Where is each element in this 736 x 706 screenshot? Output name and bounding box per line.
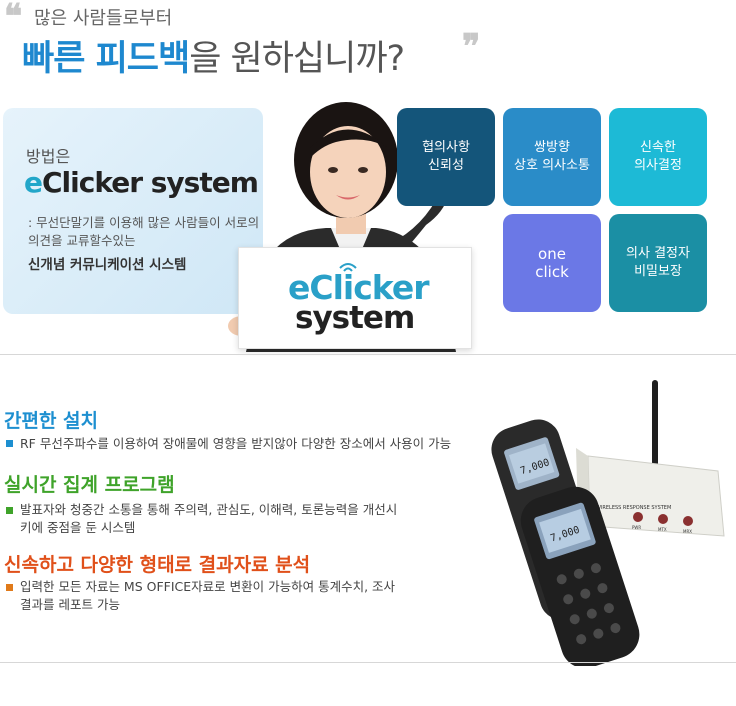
feature-title-install: 간편한 설치 xyxy=(4,410,99,432)
tile-line2: 비밀보장 xyxy=(634,264,682,279)
intro-brand: eClicker system xyxy=(24,166,259,199)
tile-line1: one xyxy=(538,245,566,263)
tile-line1: 신속한 xyxy=(640,140,676,155)
tile-line2: 신뢰성 xyxy=(428,158,464,173)
square-bullet-icon xyxy=(6,507,13,514)
receiver-label: WIRELESS RESPONSE SYSTEM xyxy=(596,505,671,511)
square-bullet-icon xyxy=(6,440,13,447)
header-subtitle: 많은 사람들로부터 xyxy=(34,8,173,29)
intro-label: 방법은 xyxy=(26,147,71,166)
intro-brand-rest: Clicker system xyxy=(42,166,259,199)
board-brand-rest: Clicker xyxy=(309,268,429,307)
close-quote-icon: ❞ xyxy=(462,27,481,67)
antenna-icon xyxy=(652,380,658,470)
tile-line2: 의사결정 xyxy=(634,158,682,173)
knob-label: MRX xyxy=(683,529,692,534)
knob-label: MTX xyxy=(658,527,667,532)
board-brand-e: e xyxy=(288,268,310,307)
headline-highlight: 빠른 피드백 xyxy=(22,39,190,79)
clicker-front: 7,000 xyxy=(520,486,640,666)
tile-line2: click xyxy=(535,263,569,281)
tile-line1: 의사 결정자 xyxy=(626,246,690,261)
header-headline: 빠른 피드백을 원하십니까? xyxy=(22,30,405,81)
feature-title-analysis: 신속하고 다양한 형태로 결과자료 분석 xyxy=(4,554,311,576)
intro-strong-text: 신개념 커뮤니케이션 시스템 xyxy=(28,257,187,273)
divider-top xyxy=(0,354,736,355)
feature-desc-realtime: 발표자와 청중간 소통을 통해 주의력, 관심도, 이해력, 토론능력을 개선시… xyxy=(20,502,398,535)
feature-desc-install: RF 무선주파수를 이용하여 장애물에 영향을 받지않아 다양한 장소에서 사용… xyxy=(20,436,452,451)
open-quote-icon: ❝ xyxy=(4,0,23,37)
wifi-icon xyxy=(339,263,357,272)
feature-desc-analysis: 입력한 모든 자료는 MS OFFICE자료로 변환이 가능하여 통계수치, 조… xyxy=(20,579,396,612)
intro-description: : 무선단말기를 이용해 많은 사람들이 서로의 의견을 교류할수있는 xyxy=(28,215,260,248)
knob-label: PWR xyxy=(632,525,641,530)
board-brand: eClicker xyxy=(288,268,430,307)
intro-card xyxy=(3,108,263,314)
intro-brand-e: e xyxy=(24,166,43,199)
divider-bottom xyxy=(0,662,736,663)
feature-title-realtime: 실시간 집계 프로그램 xyxy=(4,474,175,496)
square-bullet-icon xyxy=(6,584,13,591)
clicker-device-illustration: WIRELESS RESPONSE SYSTEM PWR MTX MRX 7,0… xyxy=(491,380,725,666)
tile-line1: 쌍방향 xyxy=(534,140,570,155)
brand-board xyxy=(238,247,472,349)
headline-rest: 을 원하십니까? xyxy=(189,39,405,79)
board-system: system xyxy=(295,300,415,336)
tile-line2: 상호 의사소통 xyxy=(514,158,590,173)
tile-line1: 협의사항 xyxy=(422,140,470,155)
